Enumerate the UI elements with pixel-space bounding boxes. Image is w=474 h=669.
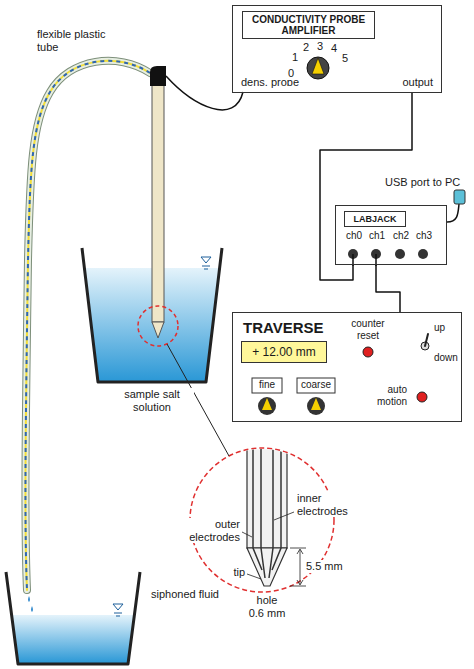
node-text: TRAVERSE [243,319,324,336]
control-label: auto motion [362,384,408,407]
solution-label: sample salt solution [110,388,194,413]
leader-lines [297,549,303,585]
control-label: fine [258,379,276,391]
control-label: coarse [300,379,332,391]
dimension-label: hole [256,594,279,607]
traverse-controls [363,347,373,357]
labjack-jacks [418,249,428,259]
conductivity-probe [152,82,164,322]
node-text: output [402,76,433,89]
dial-number: 2 [302,41,310,54]
amplifier-dial [312,58,324,74]
dimension-label: 5.5 mm [305,560,344,573]
tip-label: tip [232,566,246,579]
electrode-label: outer electrodes [177,518,241,543]
traverse-controls [262,398,272,410]
node-text: ch3 [416,230,432,242]
dial-number: 4 [330,42,338,55]
traverse-controls [307,397,325,415]
leader-lines [242,512,306,586]
conductivity-probe [152,322,164,338]
traverse-controls [311,398,321,410]
labjack-jacks [395,249,405,259]
dial-number: 3 [316,40,324,53]
amplifier-dial [307,57,329,79]
leader-lines [242,532,252,537]
traverse-controls [425,334,428,346]
fluid-label: siphoned fluid [150,588,220,601]
conductivity-probe [150,66,243,338]
switch-label: down [433,352,459,364]
tube-label: flexible plastic tube [36,28,118,53]
siphon-tube [25,61,150,590]
node-text: ch1 [369,230,385,242]
probe-tip-detail [247,440,287,586]
labjack-jacks [348,249,428,266]
conductivity-probe [150,66,166,86]
leader-lines [247,574,261,579]
signal-cable [376,265,400,312]
electrode-label: inner electrodes [296,492,360,517]
traverse-controls [417,392,427,402]
control-label: counter reset [343,318,393,341]
dimension-label: 0.6 mm [248,607,287,620]
zoom-callout [138,306,334,592]
lower-beaker [113,604,123,616]
probe-tip-detail [253,440,281,570]
siphon-tube [25,61,150,590]
dial-number: 5 [341,52,349,65]
usb-cable [454,190,465,204]
traverse-controls [252,334,429,415]
node-text: CONDUCTIVITY PROBE AMPLIFIER [247,14,370,36]
amplifier-dial [307,57,329,79]
node-text: ch0 [346,230,362,242]
traverse-controls [252,378,282,393]
node-text: + 12.00 mm [252,345,316,359]
usb-label: USB port to PC [384,176,461,189]
usb-cable [447,204,459,222]
node-text: ch2 [393,230,409,242]
node-text: LABJACK [353,214,396,224]
amplifier-title: CONDUCTIVITY PROBE AMPLIFIER [242,11,375,39]
traverse-controls [297,378,335,393]
probe-tip-detail [261,440,273,578]
siphon-tube [25,61,150,590]
labjack-title: LABJACK [344,211,406,227]
upper-beaker [201,257,211,269]
switch-label: up [433,322,446,334]
leader-lines [290,548,306,586]
lower-beaker [28,596,33,612]
labjack-box: ch0 ch1 ch2 ch3 LABJACK [335,205,447,265]
lower-beaker [12,615,134,663]
dial-number: 0 [287,67,295,80]
dial-number: 1 [291,51,299,64]
probe-tip-detail [247,548,287,586]
siphon-tube [25,61,150,590]
siphon-tube [25,61,150,590]
zoom-callout [138,306,178,346]
traverse-controls [258,397,276,415]
position-display: + 12.00 mm [241,341,327,363]
leader-lines [274,512,294,520]
usb-cable [447,190,465,222]
